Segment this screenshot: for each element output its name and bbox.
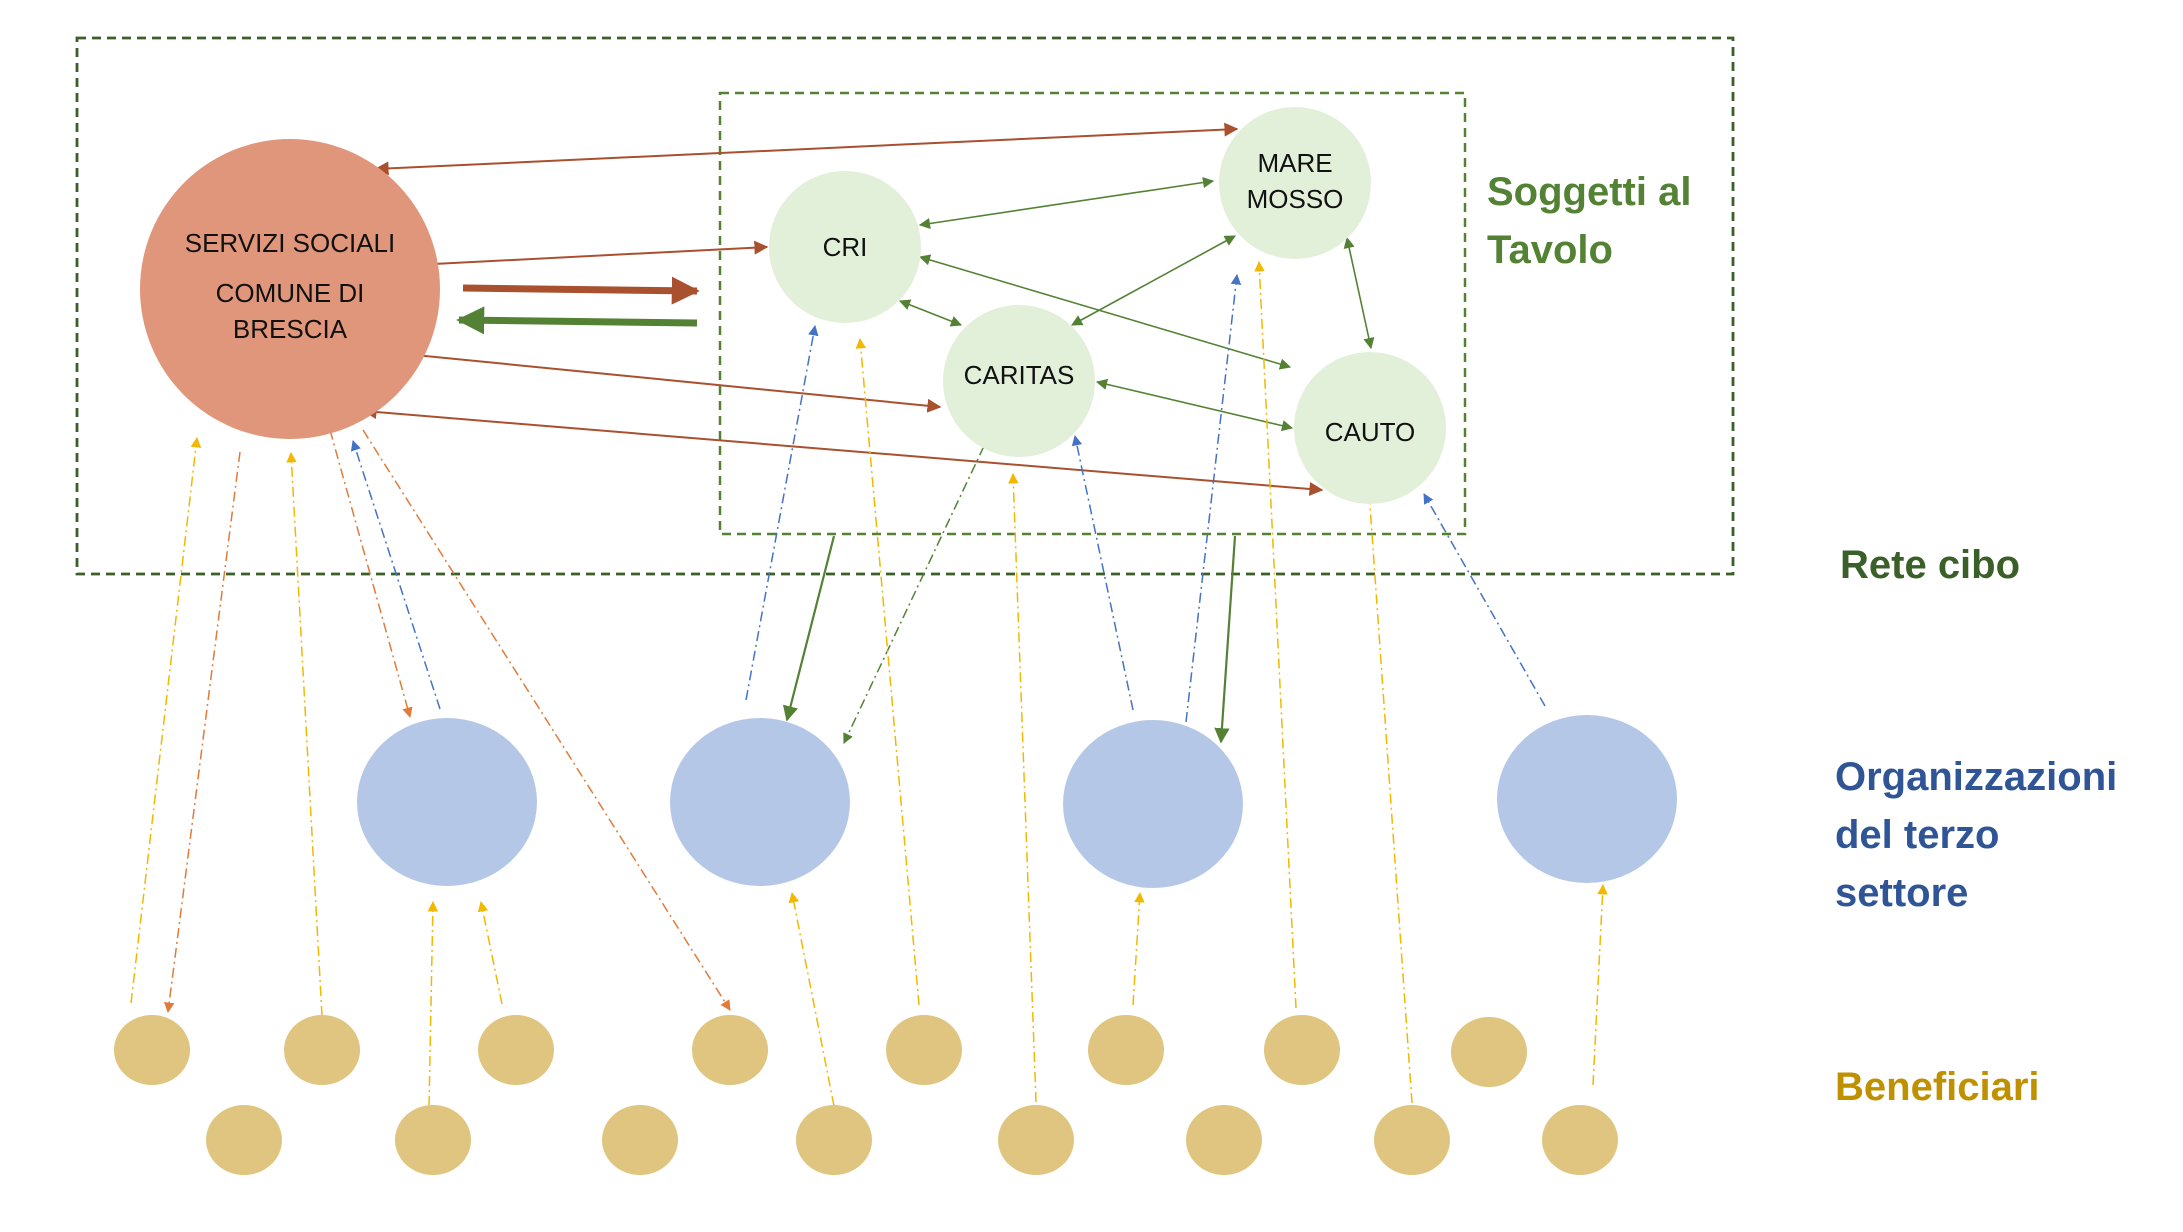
beneficiari-arrows <box>130 260 1608 1107</box>
beneficiario-node <box>602 1105 678 1175</box>
cauto-label: CAUTO <box>1325 417 1416 447</box>
arrow-mare-mosso-cauto <box>1343 236 1375 350</box>
arrow-org4-cauto <box>1423 493 1546 707</box>
org-node-1 <box>357 718 537 886</box>
mare-mosso-node: MARE MOSSO <box>1219 107 1371 259</box>
servizi-sociali-label-line2: COMUNE DI <box>216 278 365 308</box>
arrow-org3-caritas <box>1071 434 1134 711</box>
arrow-ben-org1-a <box>427 900 439 1107</box>
caritas-node: CARITAS <box>943 305 1095 457</box>
arrow-ben-org1-b <box>477 900 503 1005</box>
beneficiario-node <box>206 1105 282 1175</box>
arrow-caritas-mare-mosso <box>1071 235 1236 326</box>
tavolo-to-org-arrows <box>782 535 1237 744</box>
soggetti-al-tavolo-label-line2: Tavolo <box>1487 228 1613 272</box>
arrow-ben-org2 <box>788 891 835 1107</box>
beneficiari-nodes <box>114 1015 1618 1175</box>
arrow-ben-org3 <box>1132 891 1145 1006</box>
cri-label: CRI <box>823 232 868 262</box>
tavolo-boundary <box>718 91 1467 536</box>
mare-mosso-label-line1: MARE <box>1257 148 1332 178</box>
beneficiario-node <box>692 1015 768 1085</box>
beneficiario-node <box>395 1105 471 1175</box>
arrow-ben-caritas <box>1008 472 1037 1103</box>
arrow-ben-servizi-2 <box>286 451 323 1017</box>
servizi-sociali-label-line1: SERVIZI SOCIALI <box>185 228 395 258</box>
soggetti-al-tavolo-label-line1: Soggetti al <box>1487 170 1691 214</box>
servizi-outgoing-arrows <box>163 429 731 1014</box>
arrow-caritas-cauto <box>1095 378 1294 432</box>
caritas-label: CARITAS <box>964 360 1075 390</box>
arrow-ben-mare-mosso <box>1254 260 1297 1009</box>
block-arrow-to-servizi <box>456 306 698 335</box>
beneficiario-node <box>998 1105 1074 1175</box>
arrow-ben-org4 <box>1592 883 1608 1086</box>
block-arrow-to-tavolo <box>462 276 700 305</box>
beneficiario-node <box>284 1015 360 1085</box>
arrow-servizi-org-1 <box>329 429 413 719</box>
arrow-org1-servizi <box>350 440 441 710</box>
arrow-tavolo-org-3 <box>1214 535 1237 744</box>
beneficiari-label: Beneficiari <box>1835 1065 2040 1109</box>
beneficiario-node <box>114 1015 190 1085</box>
servizi-sociali-label-line3: BRESCIA <box>233 314 348 344</box>
cri-node: CRI <box>769 171 921 323</box>
org-node-4 <box>1497 715 1677 883</box>
arrow-servizi-cauto <box>362 405 1324 496</box>
arrow-ben-cauto <box>1364 489 1413 1104</box>
arrow-org3-mare-mosso <box>1185 273 1242 723</box>
servizi-sociali-node: SERVIZI SOCIALI COMUNE DI BRESCIA <box>140 139 440 439</box>
arrow-servizi-cri <box>412 240 769 272</box>
arrow-servizi-caritas <box>403 348 942 413</box>
rete-cibo-label: Rete cibo <box>1840 543 2020 587</box>
arrow-servizi-mare-mosso <box>374 122 1239 176</box>
org-node-2 <box>670 718 850 886</box>
servizi-tavolo-arrows <box>362 122 1324 496</box>
cauto-node: CAUTO <box>1294 352 1446 504</box>
beneficiario-node <box>1374 1105 1450 1175</box>
mare-mosso-label-line2: MOSSO <box>1247 184 1344 214</box>
beneficiario-node <box>1088 1015 1164 1085</box>
arrow-cri-caritas <box>898 299 963 327</box>
beneficiario-node <box>478 1015 554 1085</box>
organizzazioni-label-line1: Organizzazioni <box>1835 755 2117 799</box>
arrow-ben-servizi-1 <box>130 436 202 1004</box>
beneficiario-node <box>1542 1105 1618 1175</box>
beneficiario-node <box>796 1105 872 1175</box>
arrow-servizi-beneficiario-1 <box>163 451 241 1014</box>
rete-cibo-boundary <box>75 36 1735 576</box>
beneficiario-node <box>1264 1015 1340 1085</box>
organizzazioni-label-line3: settore <box>1835 871 1968 915</box>
arrow-org2-cri <box>745 324 819 701</box>
arrow-ben-cri <box>855 337 920 1006</box>
beneficiario-node <box>886 1015 962 1085</box>
organizzazioni-label-line2: del terzo <box>1835 813 1999 857</box>
org-node-3 <box>1063 720 1243 888</box>
beneficiario-node <box>1451 1017 1527 1087</box>
arrow-servizi-beneficiario-distant <box>362 429 731 1011</box>
arrow-cri-mare-mosso <box>918 176 1215 230</box>
arrow-tavolo-org-2 <box>782 535 836 722</box>
org-to-tavolo-arrows <box>350 273 1546 723</box>
organizzazioni-nodes <box>357 715 1677 888</box>
beneficiario-node <box>1186 1105 1262 1175</box>
arrow-caritas-org2 <box>843 409 1002 744</box>
